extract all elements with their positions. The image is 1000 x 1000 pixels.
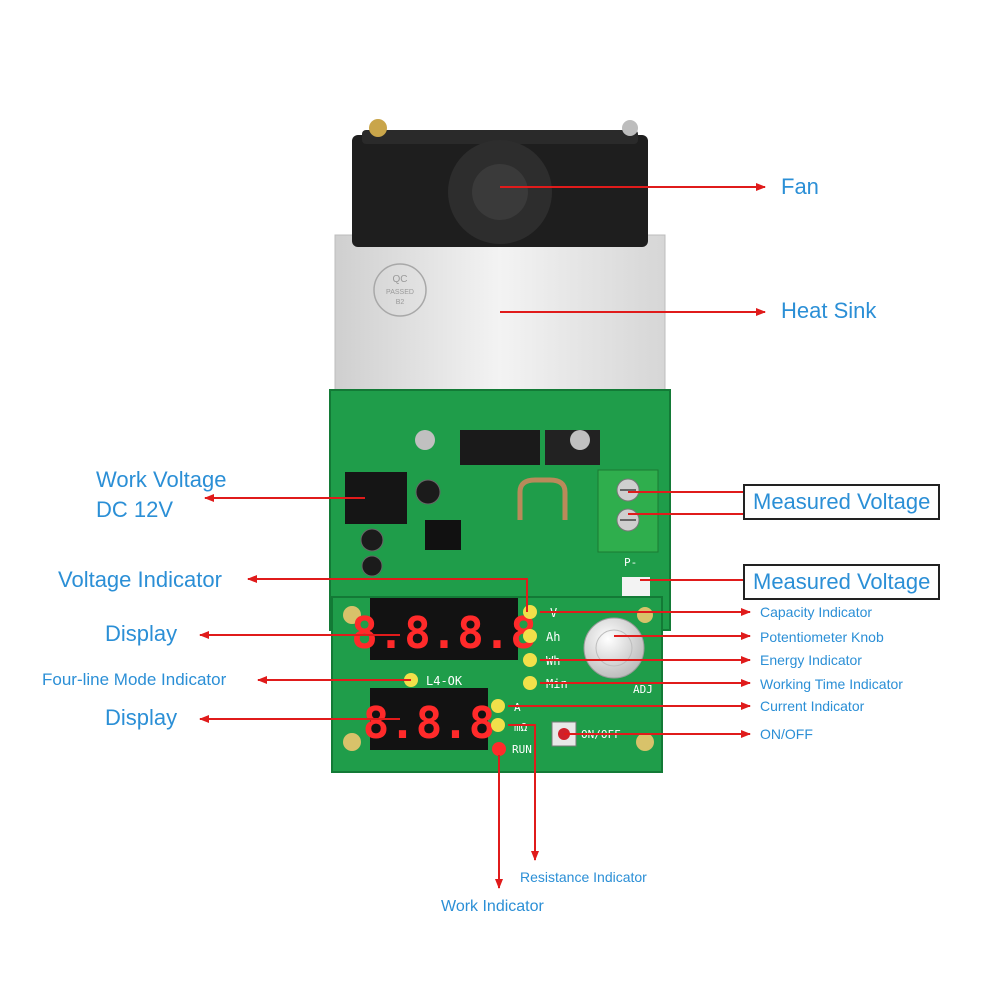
mount-screw — [636, 733, 654, 751]
label-work-voltage-line1: Work Voltage — [96, 467, 227, 492]
top-display-digits: 8.8.8.8 — [351, 608, 536, 659]
led-voltage — [523, 605, 537, 619]
label-four-line-mode: Four-line Mode Indicator — [42, 670, 227, 689]
label-voltage-indicator: Voltage Indicator — [58, 567, 222, 592]
mount-screw — [415, 430, 435, 450]
mount-screw — [637, 607, 653, 623]
inductor — [425, 520, 461, 550]
capacitor — [361, 555, 383, 577]
current-label: A — [514, 701, 521, 714]
label-work-voltage-line2: DC 12V — [96, 497, 174, 522]
run-label: RUN — [512, 743, 532, 756]
label-heat-sink: Heat Sink — [781, 298, 877, 323]
label-energy-indicator: Energy Indicator — [760, 652, 862, 668]
cooling-fan — [352, 119, 648, 247]
main-pcb: P- — [329, 389, 671, 631]
arrow-resistance — [508, 724, 539, 861]
led-energy — [523, 653, 537, 667]
bottom-display-digits: 8.8.8 — [363, 698, 495, 749]
arrow-voltage-indicator — [247, 575, 528, 612]
sense-connector — [622, 577, 650, 599]
capacitor — [415, 479, 441, 505]
label-working-time-indicator: Working Time Indicator — [760, 676, 903, 692]
label-work-indicator: Work Indicator — [441, 898, 544, 915]
qc-sticker: QC PASSED B2 — [373, 263, 427, 317]
led-working-time — [523, 676, 537, 690]
potentiometer-knob[interactable] — [583, 617, 645, 679]
label-display-top: Display — [105, 621, 178, 646]
led-label-ah: Ah — [546, 630, 560, 644]
label-display-bottom: Display — [105, 705, 178, 730]
label-measured-voltage-1: Measured Voltage — [743, 484, 941, 520]
display-pcb: 8.8.8.8 8.8.8 V Ah Wh Min L4-OK A mΩ RUN… — [331, 596, 663, 773]
fan-screw-right — [622, 120, 638, 136]
mount-screw — [343, 733, 361, 751]
shunt-resistor — [517, 477, 568, 520]
transistor-1 — [460, 430, 540, 465]
mode-label: L4-OK — [426, 674, 463, 688]
led-resistance — [491, 718, 505, 732]
label-fan: Fan — [781, 174, 819, 199]
knob-label: ADJ — [633, 683, 653, 696]
label-capacity-indicator: Capacity Indicator — [760, 604, 873, 620]
callout-arrows — [199, 183, 766, 889]
capacitor — [360, 528, 384, 552]
led-run — [492, 742, 506, 756]
fan-screw-left — [369, 119, 387, 137]
label-potentiometer-knob: Potentiometer Knob — [760, 629, 884, 645]
mount-screw — [570, 430, 590, 450]
qc-text: QC — [393, 274, 408, 285]
label-current-indicator: Current Indicator — [760, 698, 865, 714]
terminal-label: P- — [624, 556, 637, 569]
qc-code-text: B2 — [396, 299, 405, 306]
qc-passed-text: PASSED — [386, 289, 414, 296]
screw-terminal-block — [597, 469, 659, 553]
resistance-label: mΩ — [514, 721, 528, 734]
label-resistance-indicator: Resistance Indicator — [520, 869, 647, 885]
led-current — [491, 699, 505, 713]
led-capacity — [523, 629, 537, 643]
top-seven-segment-display: 8.8.8.8 — [351, 598, 537, 660]
label-measured-voltage-2: Measured Voltage — [743, 564, 941, 600]
label-on-off: ON/OFF — [760, 726, 813, 742]
mount-screw — [343, 606, 361, 624]
